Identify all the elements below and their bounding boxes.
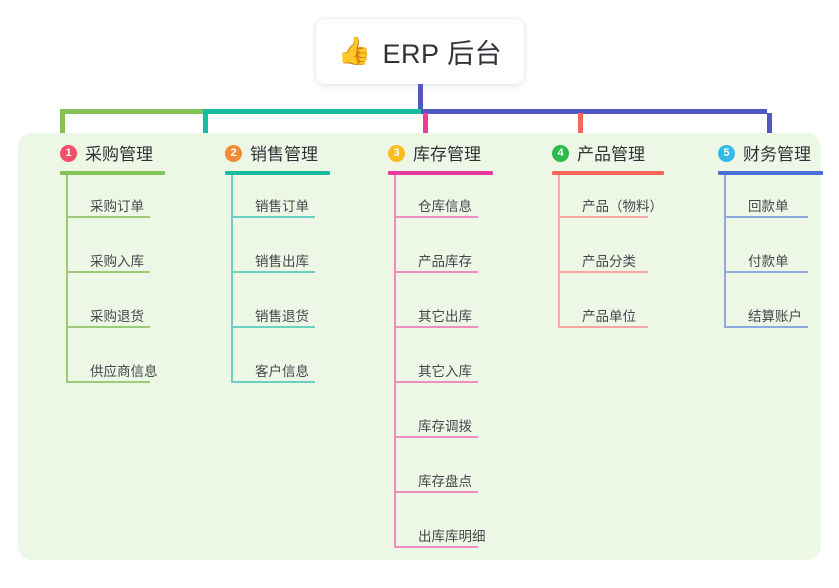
leaf-label: 销售退货 (255, 309, 309, 324)
bus-segment-1 (60, 109, 203, 114)
branch-title-3: 库存管理 (413, 145, 481, 164)
leaf-label: 产品分类 (582, 254, 636, 269)
leaf-label: 库存盘点 (418, 474, 472, 489)
leaf-label: 产品单位 (582, 309, 636, 324)
branch-badge-4: 4 (552, 145, 569, 162)
leaf-label: 销售出库 (255, 254, 309, 269)
leaf-label: 采购入库 (90, 254, 144, 269)
leaf-rule (394, 546, 478, 548)
leaf-label: 客户信息 (255, 364, 309, 379)
branch-rule-3 (388, 171, 493, 175)
root-title: ERP 后台 (382, 39, 503, 69)
bus-segment-2 (203, 109, 421, 114)
root-stem-connector (418, 84, 423, 113)
leaf-rule (394, 381, 478, 383)
branch-badge-2: 2 (225, 145, 242, 162)
leaf-rule (394, 436, 478, 438)
branch-rule-1 (60, 171, 165, 175)
branch-badge-1: 1 (60, 145, 77, 162)
leaf-rule (66, 326, 150, 328)
leaf-rule (558, 271, 648, 273)
leaf-label: 库存调拨 (418, 419, 472, 434)
leaf-rule (558, 326, 648, 328)
branch-spine-4 (558, 175, 560, 327)
leaf-label: 仓库信息 (418, 199, 472, 214)
branch-rule-5 (718, 171, 823, 175)
leaf-rule (394, 271, 478, 273)
branch-title-1: 采购管理 (85, 145, 153, 164)
leaf-rule (394, 216, 478, 218)
leaf-rule (231, 216, 315, 218)
branch-spine-3 (394, 175, 396, 547)
thumbs-up-icon: 👍 (337, 36, 372, 66)
branch-spine-1 (66, 175, 68, 382)
leaf-label: 采购订单 (90, 199, 144, 214)
branch-rule-4 (552, 171, 664, 175)
leaf-label: 出库库明细 (418, 529, 486, 544)
branch-drop-4 (578, 113, 583, 144)
leaf-label: 产品库存 (418, 254, 472, 269)
branch-title-5: 财务管理 (743, 145, 811, 164)
leaf-label: 供应商信息 (90, 364, 158, 379)
leaf-label: 其它出库 (418, 309, 472, 324)
leaf-label: 产品（物料） (582, 199, 663, 214)
branch-title-2: 销售管理 (250, 145, 318, 164)
leaf-rule (231, 381, 315, 383)
branch-title-4: 产品管理 (577, 145, 645, 164)
leaf-label: 采购退货 (90, 309, 144, 324)
branch-badge-5: 5 (718, 145, 735, 162)
leaf-label: 销售订单 (255, 199, 309, 214)
leaf-rule (231, 271, 315, 273)
leaf-rule (66, 216, 150, 218)
leaf-rule (394, 326, 478, 328)
leaf-label: 回款单 (748, 199, 789, 214)
branch-spine-2 (231, 175, 233, 382)
leaf-rule (394, 491, 478, 493)
branch-badge-3: 3 (388, 145, 405, 162)
leaf-rule (558, 216, 648, 218)
leaf-label: 付款单 (748, 254, 789, 269)
root-node[interactable]: 👍 ERP 后台 (316, 19, 524, 84)
branch-drop-3 (423, 113, 428, 144)
leaf-rule (724, 216, 808, 218)
branch-rule-2 (225, 171, 330, 175)
leaf-rule (724, 271, 808, 273)
branches-panel: 1 采购管理采购订单采购入库采购退货供应商信息 2 销售管理销售订单销售出库销售退货客… (18, 133, 823, 560)
bus-segment-3 (421, 109, 767, 114)
leaf-rule (66, 271, 150, 273)
leaf-label: 其它入库 (418, 364, 472, 379)
branch-spine-5 (724, 175, 726, 327)
leaf-rule (724, 326, 808, 328)
leaf-rule (231, 326, 315, 328)
leaf-label: 结算账户 (748, 309, 802, 324)
leaf-rule (66, 381, 150, 383)
